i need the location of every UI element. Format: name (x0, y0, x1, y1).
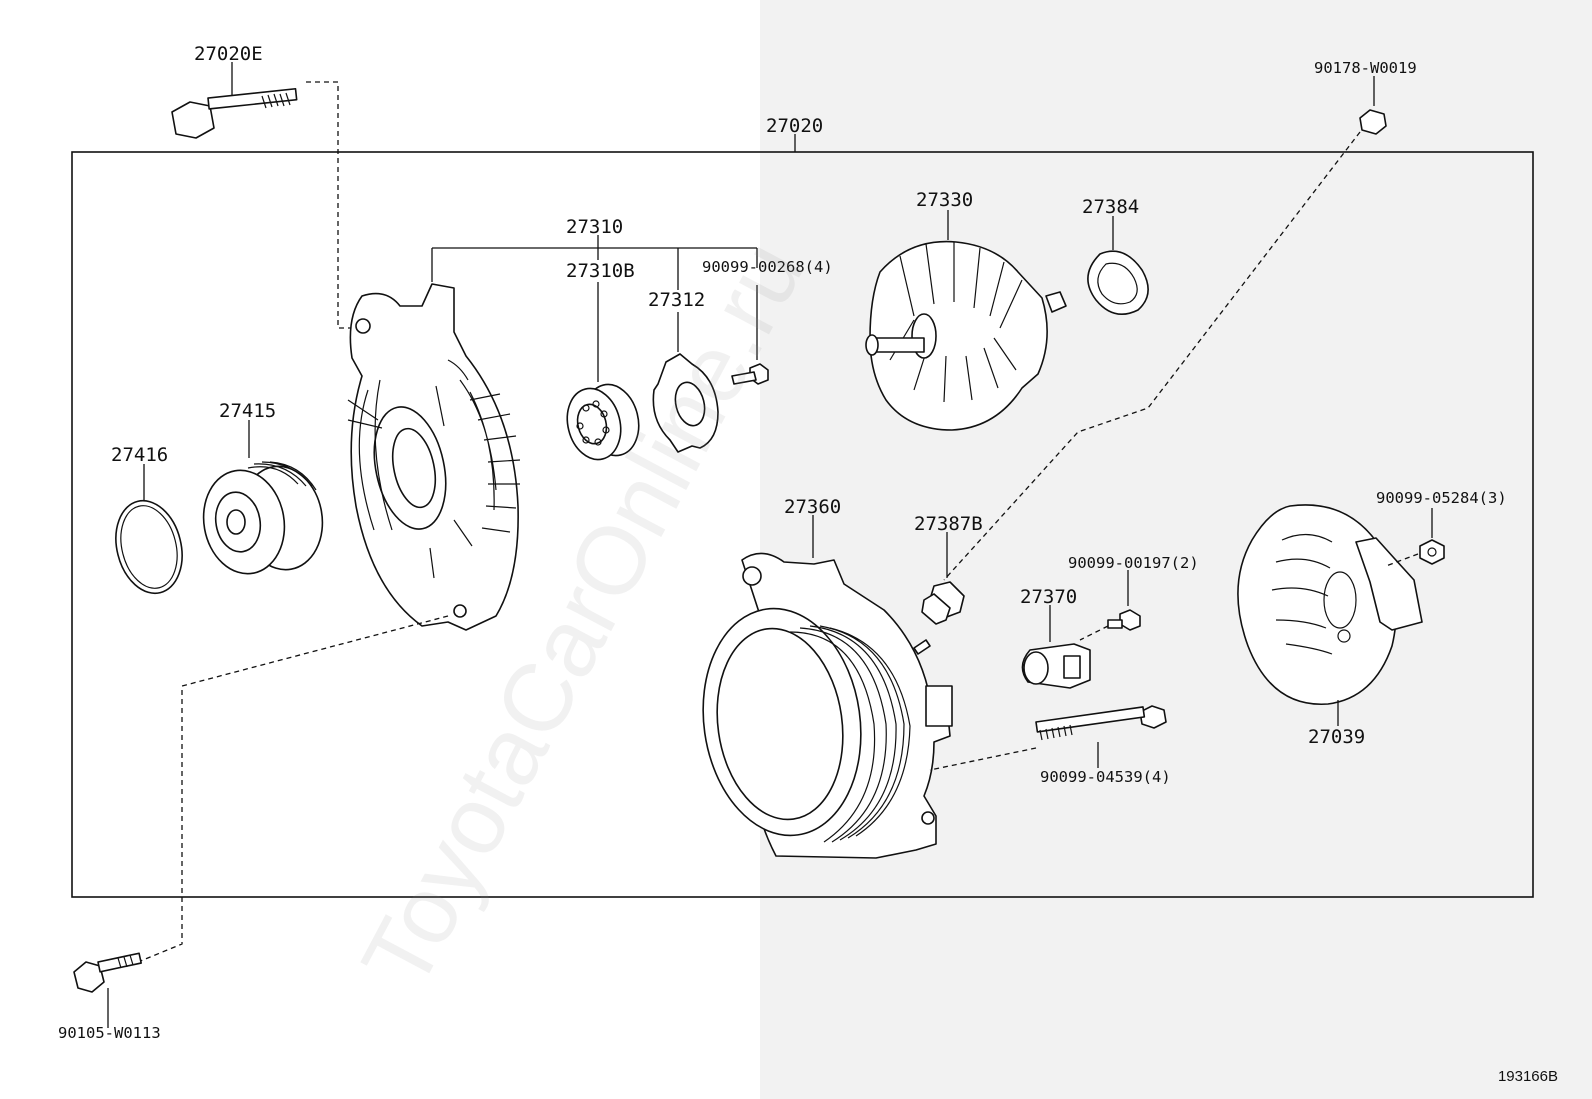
label-27416: 27416 (111, 444, 168, 466)
label-27020: 27020 (766, 115, 823, 137)
nut-90178-W0019 (1359, 76, 1387, 135)
label-27387B: 27387B (914, 513, 983, 535)
bolt-90099-04539 (1035, 705, 1167, 768)
label-27310B: 27310B (566, 260, 635, 282)
label-90105-W0113: 90105-W0113 (58, 1024, 161, 1042)
drive-end-frame (347, 283, 521, 631)
label-90099-00268: 90099-00268(4) (702, 258, 833, 276)
bolt-90105-W0113 (73, 952, 142, 1028)
retainer-27312 (652, 353, 719, 453)
ring-27416 (115, 464, 183, 595)
label-27330: 27330 (916, 189, 973, 211)
label-27360: 27360 (784, 496, 841, 518)
screw-90099-00197 (1107, 570, 1141, 631)
bolt-27020E (171, 62, 298, 139)
label-90099-04539: 90099-04539(4) (1040, 768, 1171, 786)
assembly-frame (71, 151, 1534, 898)
brush-holder-27370 (1021, 605, 1091, 689)
leader-27310 (431, 235, 758, 382)
label-90178-W0019: 90178-W0019 (1314, 59, 1417, 77)
label-27415: 27415 (219, 400, 276, 422)
label-90099-05284: 90099-05284(3) (1376, 489, 1507, 507)
bearing-27310B (566, 383, 640, 461)
rectifier-frame-27360 (702, 515, 953, 859)
label-27039: 27039 (1308, 726, 1365, 748)
pulley-27415 (202, 420, 324, 575)
label-27384: 27384 (1082, 196, 1139, 218)
label-90099-00197: 90099-00197(2) (1068, 554, 1199, 572)
shaded-background (760, 0, 1592, 1099)
rear-cover-27039 (1237, 504, 1423, 726)
insulator-27387B (921, 532, 965, 625)
seal-27384 (1087, 216, 1149, 316)
label-27020E: 27020E (194, 43, 263, 65)
label-27370: 27370 (1020, 586, 1077, 608)
nut-90099-05284 (1419, 508, 1445, 565)
rotor-27330 (865, 210, 1067, 431)
label-27310: 27310 (566, 216, 623, 238)
screw-90099-00268 (731, 363, 769, 385)
label-27312: 27312 (648, 289, 705, 311)
diagram-code: 193166B (1497, 1068, 1558, 1085)
